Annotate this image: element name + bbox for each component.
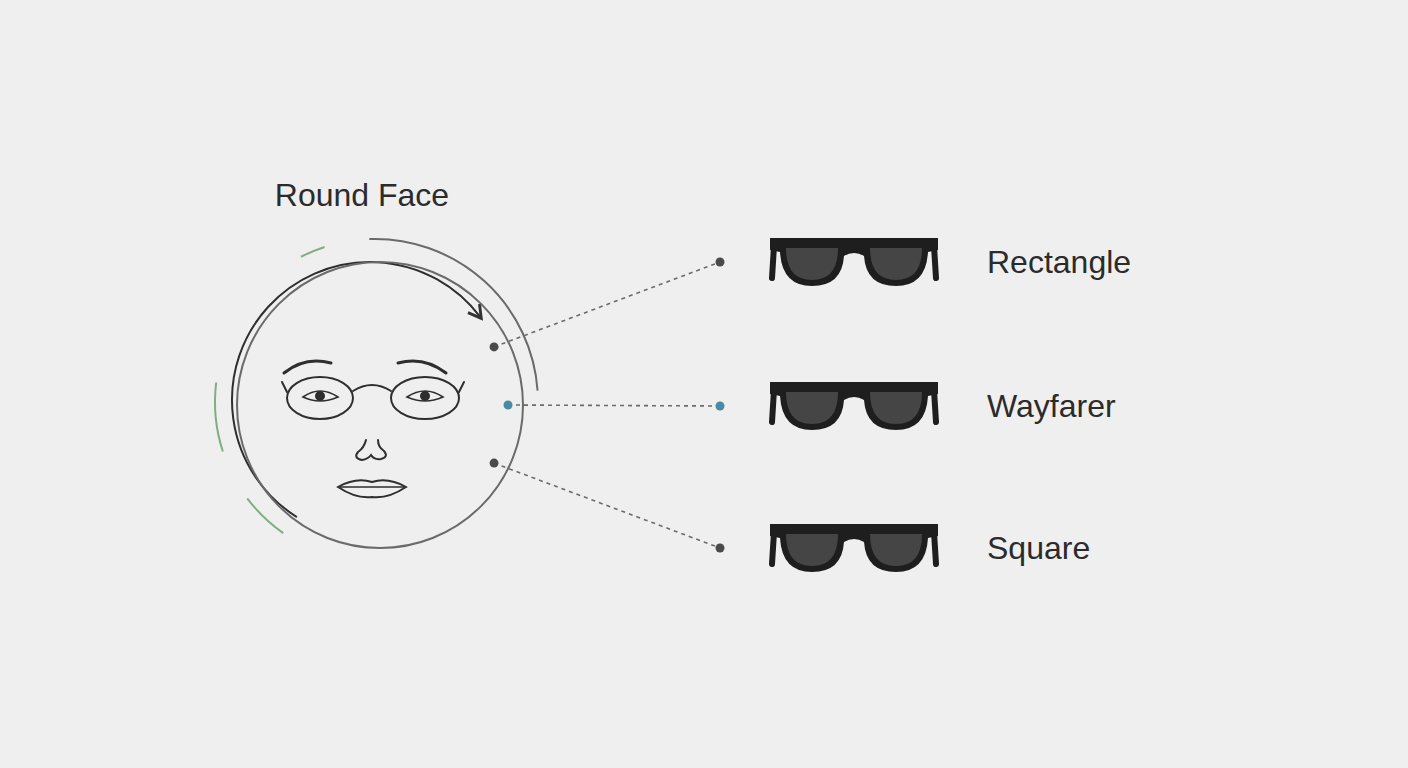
- sunglasses-lens: [870, 392, 922, 424]
- accent-arc: [247, 498, 283, 533]
- frame-label: Rectangle: [987, 243, 1131, 281]
- glasses-lens: [287, 377, 353, 419]
- eye: [407, 391, 443, 401]
- pupil: [421, 392, 429, 400]
- glasses-temple: [459, 382, 464, 392]
- lips: [338, 480, 406, 497]
- diagram-title: Round Face: [275, 176, 449, 214]
- sunglasses-frame: [770, 238, 938, 286]
- dashed-connector: [494, 262, 720, 347]
- eyebrow: [284, 361, 331, 373]
- sunglasses-icon: [768, 232, 948, 292]
- glasses-temple: [282, 382, 287, 392]
- nose: [356, 440, 386, 460]
- sunglasses-lens: [870, 248, 922, 280]
- connector-dot: [716, 258, 725, 267]
- connector-group: [490, 258, 725, 352]
- sunglasses-lens: [870, 534, 922, 566]
- accent-arc: [301, 247, 325, 257]
- sunglasses-frame: [770, 524, 938, 572]
- sunglasses-lens: [786, 534, 838, 566]
- lip-line: [340, 486, 404, 488]
- sunglasses-icon: [768, 518, 948, 578]
- face-drawing: [282, 361, 464, 497]
- dashed-connector: [494, 463, 720, 548]
- connector-dot: [490, 459, 499, 468]
- eye: [303, 391, 338, 401]
- sunglasses-icon: [768, 376, 948, 436]
- sunglasses-lens: [786, 392, 838, 424]
- circle-outline: [225, 170, 525, 560]
- accent-arc: [215, 383, 223, 452]
- connector-dot: [716, 402, 725, 411]
- connector-dot: [490, 342, 499, 351]
- eyebrow: [398, 361, 446, 373]
- sunglasses-lens: [786, 248, 838, 280]
- dashed-connector: [508, 405, 720, 406]
- connector-dot: [716, 544, 725, 553]
- connector-group: [504, 401, 725, 411]
- glasses-lens: [391, 377, 459, 419]
- pupil: [316, 392, 324, 400]
- glasses-bridge: [353, 385, 391, 391]
- connector-group: [490, 459, 725, 553]
- face-outline: [237, 262, 523, 548]
- sunglasses-option: Rectangle: [720, 232, 1190, 292]
- rotation-arc: [232, 262, 480, 517]
- frame-label: Wayfarer: [987, 387, 1116, 425]
- sunglasses-option: Square: [720, 518, 1190, 578]
- frame-label: Square: [987, 529, 1090, 567]
- sunglasses-frame: [770, 382, 938, 430]
- face-circle: Round Face: [225, 170, 525, 560]
- connector-dot: [504, 401, 513, 410]
- sunglasses-option: Wayfarer: [720, 376, 1190, 436]
